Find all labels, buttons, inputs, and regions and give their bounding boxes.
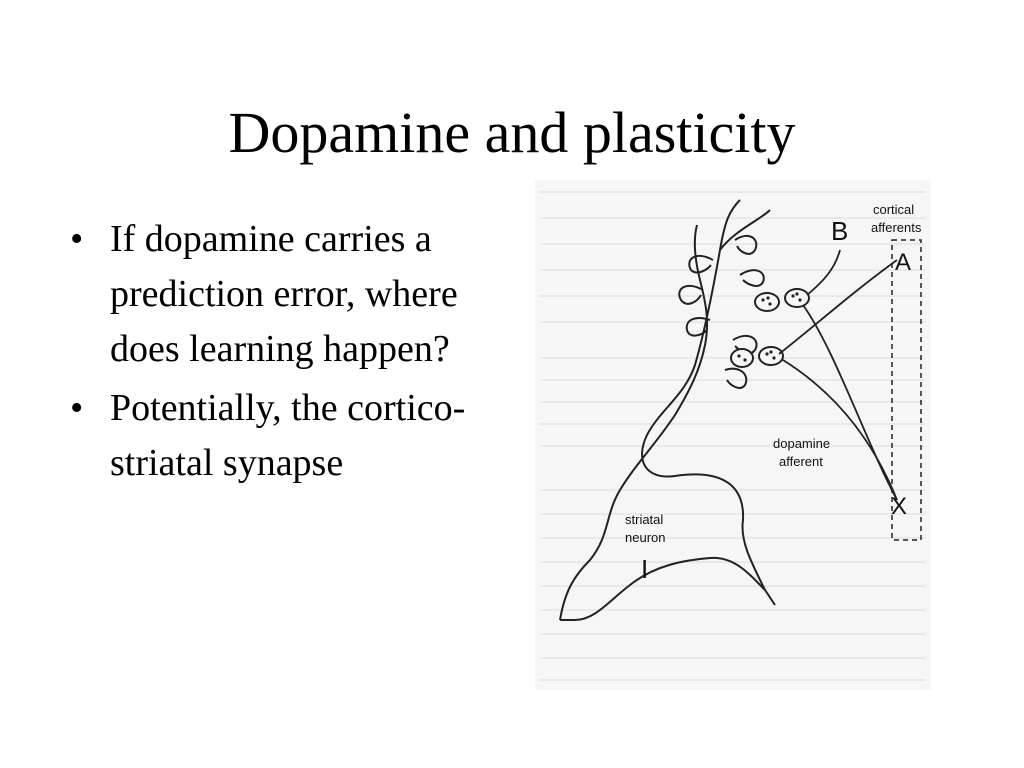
neuron-diagram-svg: B cortical afferents A dopamine afferent… (540, 191, 925, 681)
label-a: A (895, 249, 911, 276)
label-b: B (831, 216, 848, 246)
bullet-text: Potentially, the cortico-striatal synaps… (110, 387, 466, 484)
slide-title: Dopamine and plasticity (228, 100, 796, 165)
bullet-list: • If dopamine carries a prediction error… (70, 212, 500, 495)
label-neuron: neuron (625, 530, 665, 545)
label-afferents: afferents (871, 220, 922, 235)
label-x: X (891, 493, 907, 520)
bullet-item: • Potentially, the cortico-striatal syna… (70, 381, 500, 491)
label-dopamine: dopamine (773, 436, 830, 451)
cortical-afferents-box (891, 239, 922, 541)
background-texture (540, 191, 925, 681)
label-striatal: striatal (625, 512, 663, 527)
afferent-axons (778, 249, 898, 501)
synapse-terminals (730, 288, 810, 368)
bullet-dot-icon: • (70, 387, 84, 429)
striatal-neuron-outline (559, 199, 776, 621)
bullet-dot-icon: • (70, 218, 84, 260)
bullet-item: • If dopamine carries a prediction error… (70, 212, 500, 377)
label-cortical: cortical (873, 202, 914, 217)
synaptic-vesicles (737, 292, 802, 362)
label-i: I (641, 554, 648, 584)
dendritic-spines (678, 234, 765, 389)
neuron-diagram: B cortical afferents A dopamine afferent… (535, 180, 931, 690)
bullet-text: If dopamine carries a prediction error, … (110, 218, 458, 370)
label-afferent: afferent (779, 454, 823, 469)
